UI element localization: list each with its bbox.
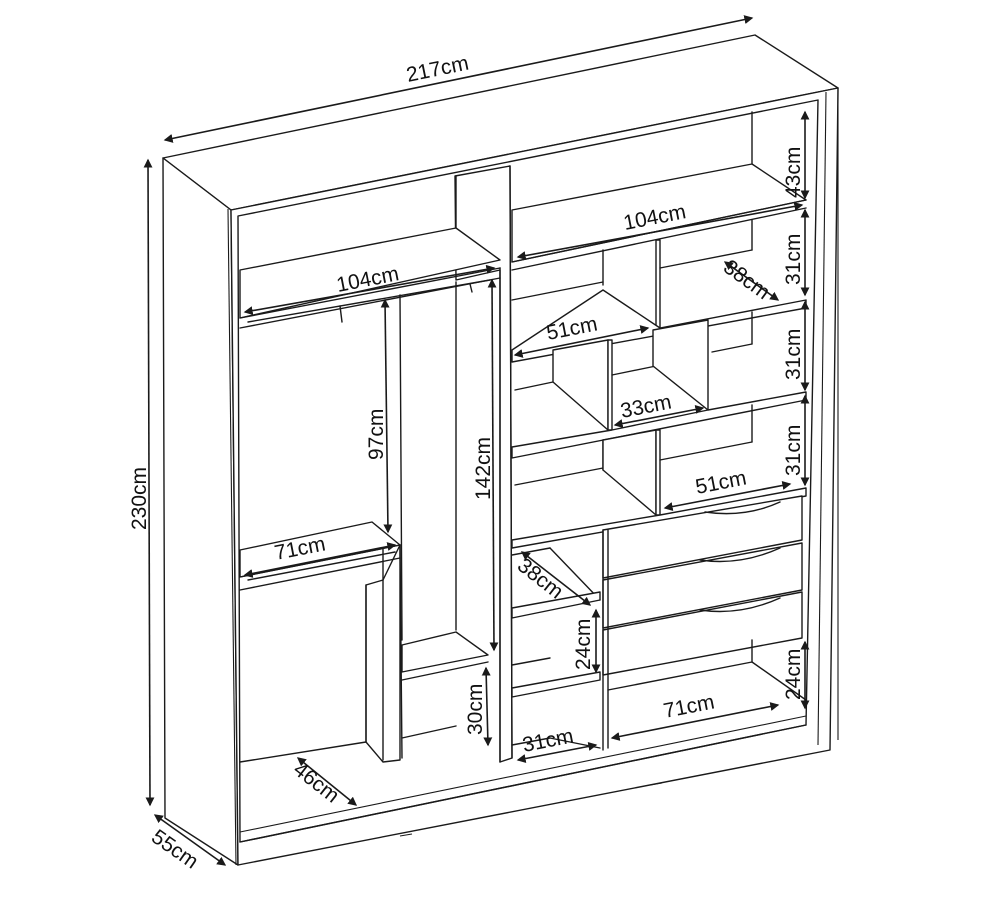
label-97cm: 97cm [365,409,388,460]
foot-left [399,833,413,837]
dim-line-30cm [481,666,493,747]
dim-line-51cm-1 [513,325,650,358]
dim-line-71cm-right [610,702,780,741]
dim-line-104cm-right [516,201,804,261]
label-31cm-3: 31cm [782,425,805,476]
right-frame-edge [817,91,827,746]
label-142cm: 142cm [472,437,495,500]
dim-line-38cm-small [520,551,592,606]
drawers [602,495,803,751]
small-shelf-2 [511,671,601,698]
dim-line-total-height [143,158,155,807]
dim-line-total-width [163,15,754,143]
dimension-lines [143,15,810,866]
central-divider [454,165,513,763]
label-30cm: 30cm [464,684,487,735]
left-frame-edge [227,208,237,866]
dim-line-total-depth [153,814,227,866]
dim-line-97cm [380,298,393,534]
foot-right [649,782,663,786]
label-total-height: 230cm [128,467,151,530]
label-31cm-2: 31cm [782,329,805,380]
dim-line-142cm [487,278,499,652]
drawer-2-handle [699,547,781,563]
drawer-3-handle [699,597,781,613]
dim-line-71cm-left [243,542,397,578]
label-31cm-1: 31cm [782,234,805,285]
long-compartment-shelf [401,631,489,673]
dim-line-51cm-2 [663,481,792,511]
label-24cm-bottom: 24cm [782,649,805,700]
dim-line-38cm-right [723,261,780,301]
dim-line-33cm [613,405,705,428]
left-side-panel [162,157,239,866]
bottom-inner-edge [239,724,807,843]
dim-line-46cm [296,757,358,806]
label-total-width: 217cm [404,52,470,87]
label-24cm-small: 24cm [572,619,595,670]
dim-line-31cm-bottom [516,742,598,763]
dim-line-104cm-left [243,264,496,316]
label-43cm: 43cm [782,147,805,198]
